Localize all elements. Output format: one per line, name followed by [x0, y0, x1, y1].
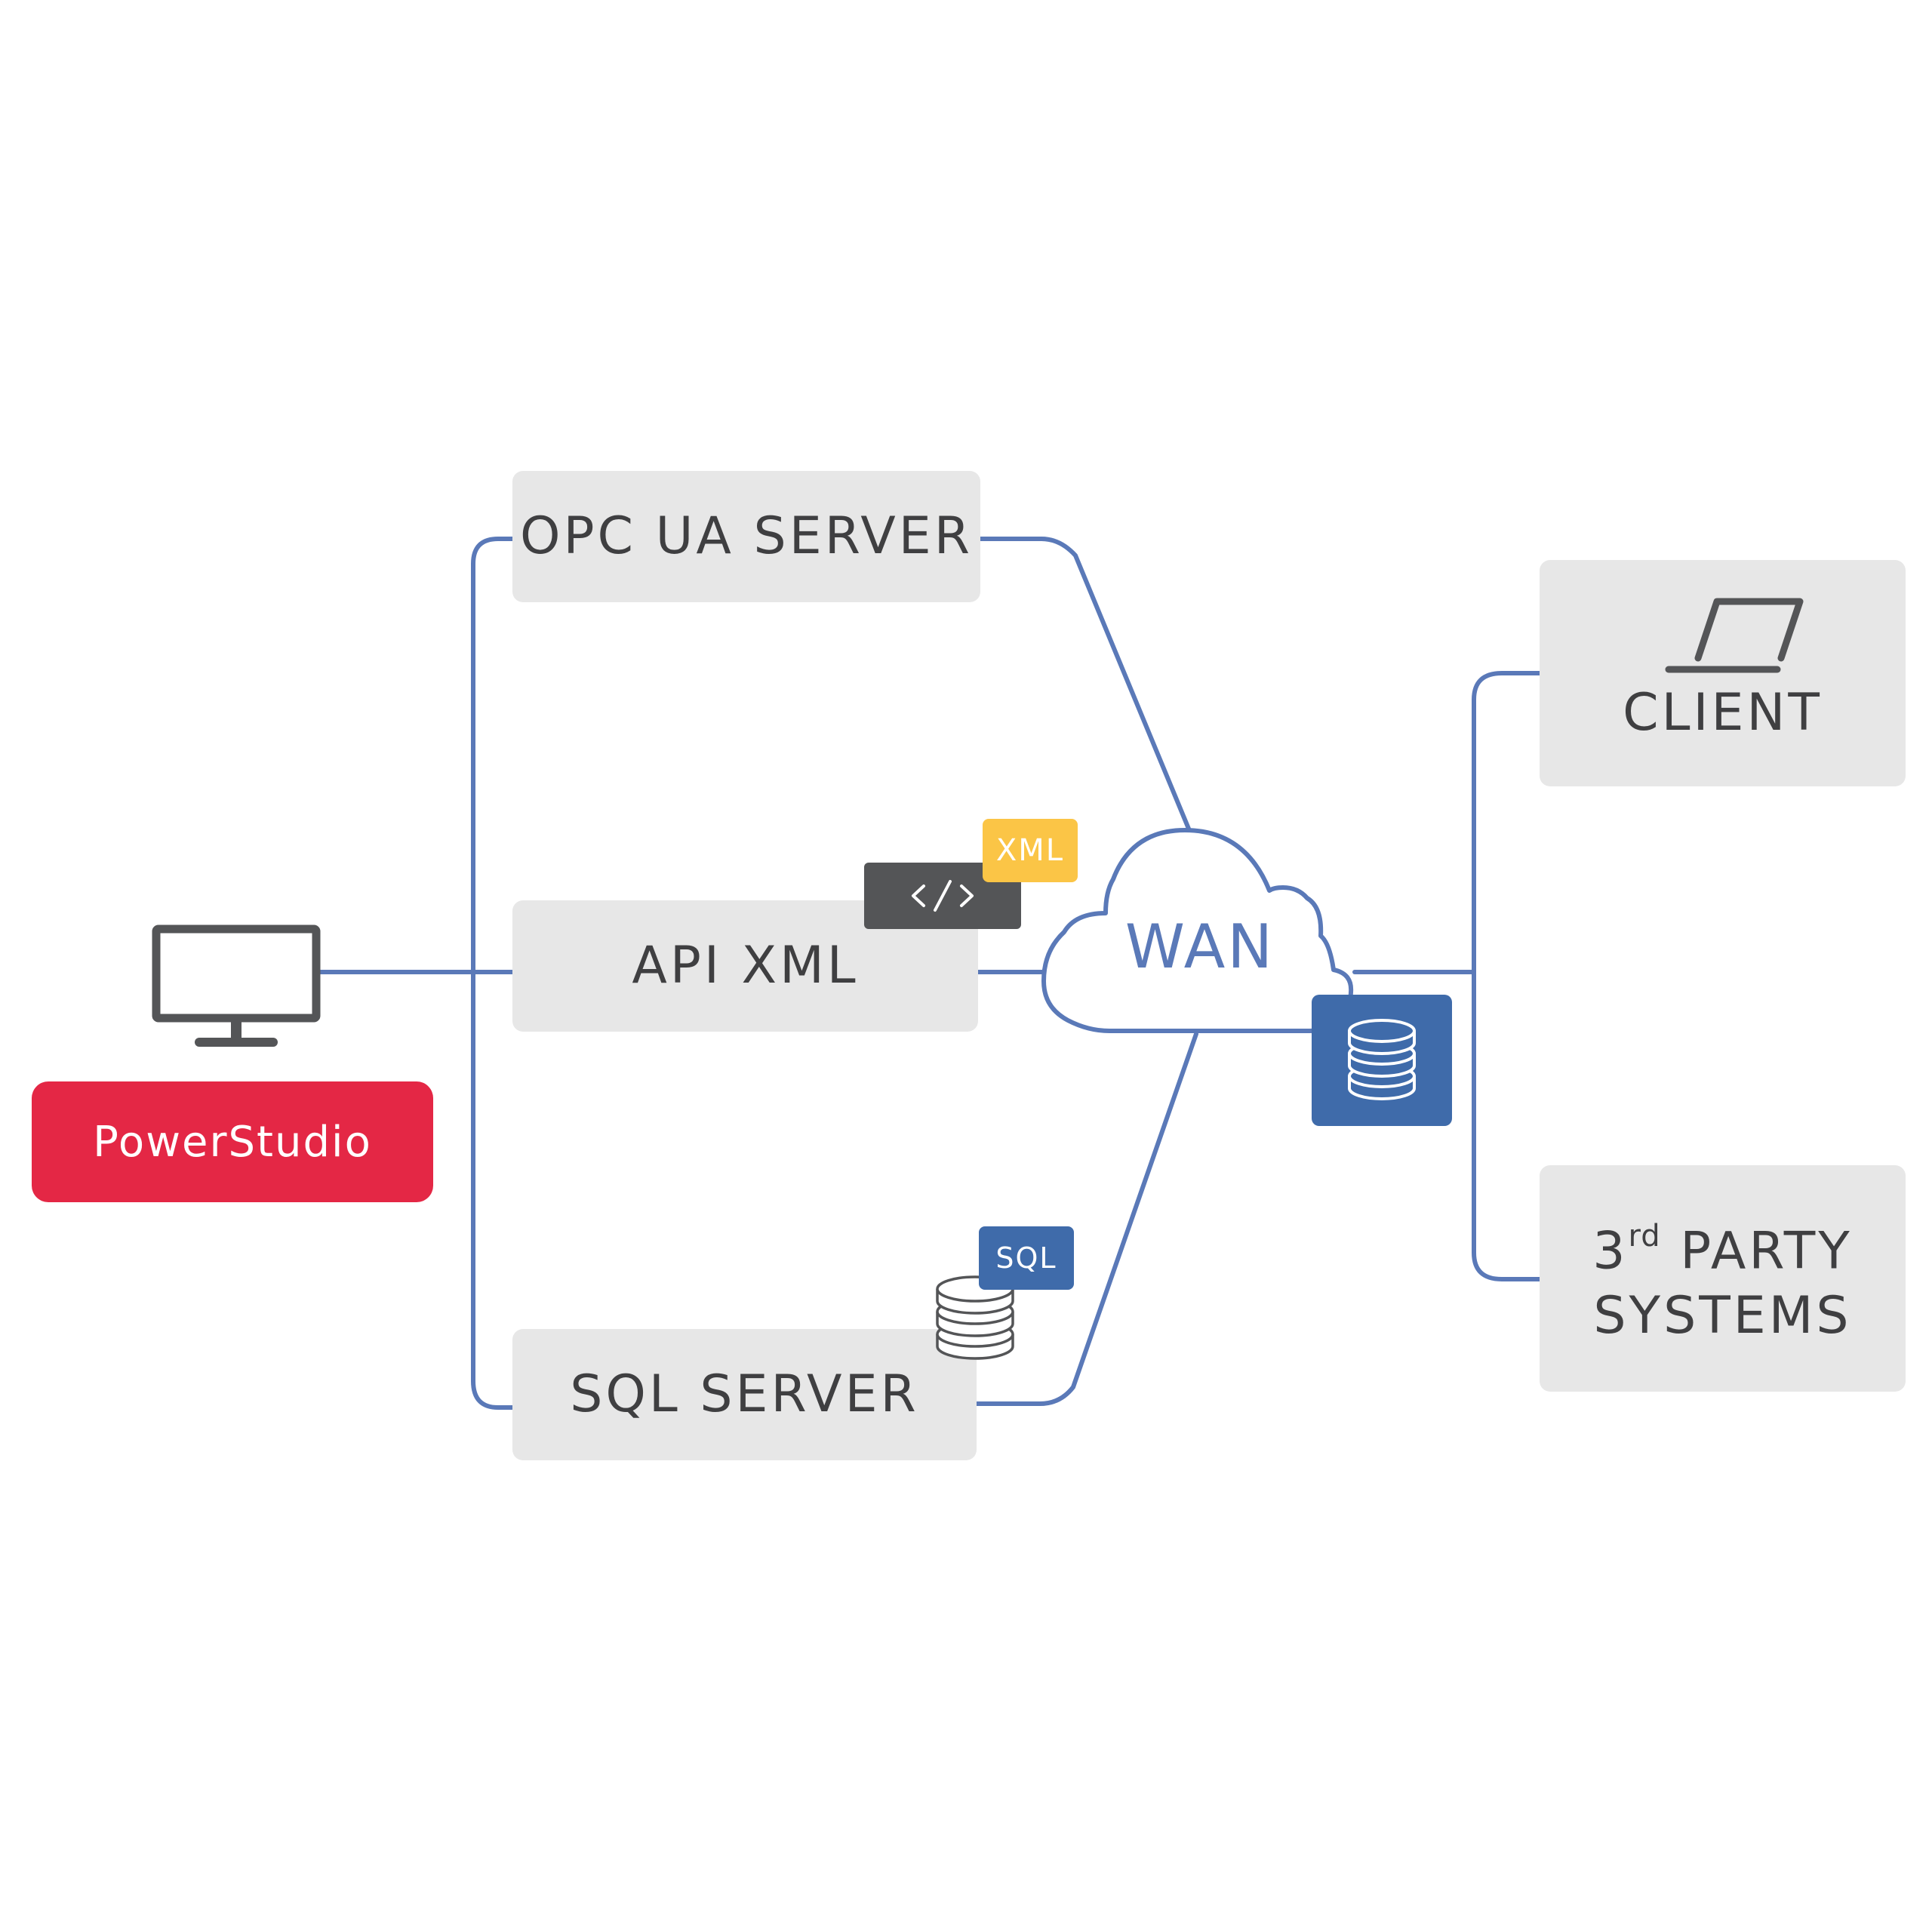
code-brackets-icon [912, 880, 974, 912]
sql-server-label: SQL SERVER [570, 1364, 919, 1424]
wan-label: WAN [1124, 912, 1275, 982]
database-icon [1348, 1019, 1416, 1100]
monitor-icon [152, 924, 321, 1047]
third-party-systems-label: 3rd PARTY SYSTEMS [1592, 1208, 1853, 1349]
sql-server-node: SQL SERVER [512, 1329, 977, 1460]
third-party-systems-node: 3rd PARTY SYSTEMS [1540, 1165, 1906, 1392]
api-xml-label: API XML [632, 936, 859, 995]
xml-tag: XML [983, 819, 1078, 882]
database-icon [936, 1275, 1014, 1360]
client-label: CLIENT [1623, 682, 1823, 743]
cloud-icon [1041, 828, 1354, 1033]
third-party-word: PARTY [1660, 1221, 1853, 1281]
sql-tag-label: SQL [995, 1241, 1057, 1275]
third-party-line-2: SYSTEMS [1593, 1286, 1852, 1346]
database-badge [1312, 995, 1452, 1126]
client-node: CLIENT [1540, 560, 1906, 786]
third-party-number: 3 [1592, 1221, 1629, 1281]
opc-ua-server-label: OPC UA SERVER [520, 506, 973, 566]
xml-tag-label: XML [995, 833, 1065, 868]
third-party-line-1: 3rd PARTY [1592, 1208, 1853, 1284]
sql-tag: SQL [979, 1226, 1074, 1290]
laptop-icon [1665, 598, 1804, 673]
opc-ua-server-node: OPC UA SERVER [512, 471, 980, 602]
third-party-ordinal: rd [1628, 1218, 1661, 1254]
powerstudio-label: PowerStudio [32, 1081, 433, 1202]
